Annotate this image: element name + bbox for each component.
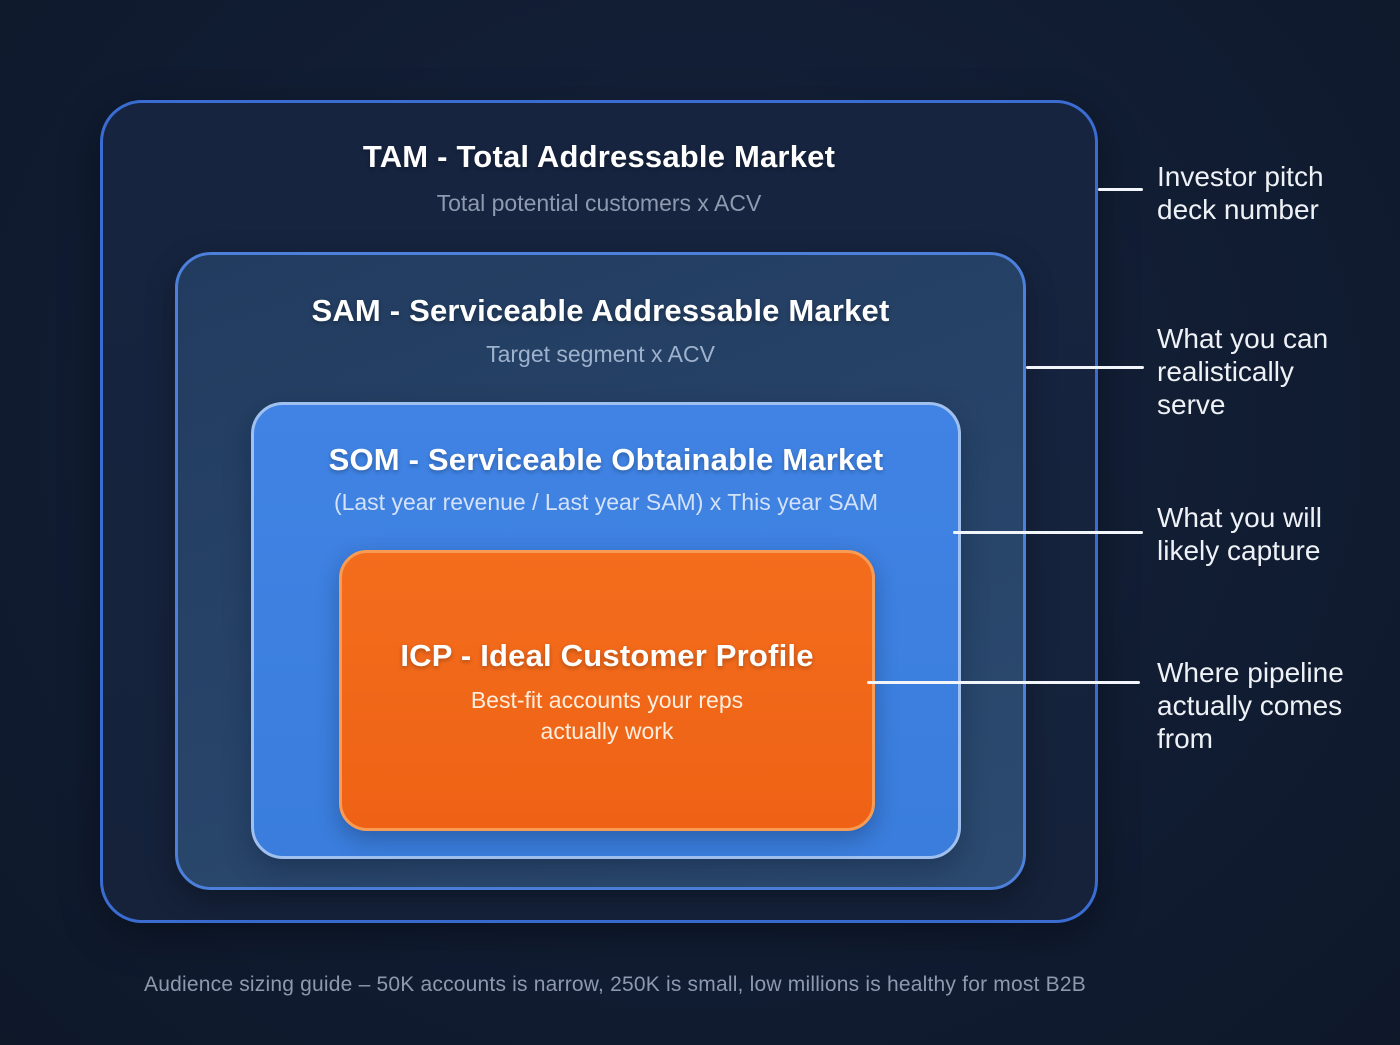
- icp-annotation-line-3: from: [1157, 723, 1213, 754]
- tam-annotation-line-2: deck number: [1157, 194, 1319, 225]
- tam-subtitle: Total potential customers x ACV: [436, 190, 762, 216]
- icp-annotation-line-2: actually comes: [1157, 690, 1343, 721]
- icp-connector-line: [867, 681, 1140, 684]
- icp-annotation-line-1: Where pipeline: [1157, 657, 1344, 688]
- som-annotation-line-1: What you will: [1157, 502, 1322, 533]
- sam-annotation-line-2: realistically: [1157, 356, 1294, 387]
- icp-subtitle-line-1: Best-fit accounts your reps: [470, 687, 744, 713]
- sam-subtitle: Target segment x ACV: [486, 341, 715, 367]
- icp-title: ICP - Ideal Customer Profile: [400, 638, 814, 673]
- sam-annotation-line-1: What you can: [1157, 323, 1329, 354]
- icp-subtitle: Best-fit accounts your reps actually wor…: [342, 685, 872, 747]
- tam-annotation: Investor pitch deck number: [1157, 160, 1372, 226]
- sam-annotation: What you can realistically serve: [1157, 322, 1372, 421]
- som-subtitle: (Last year revenue / Last year SAM) x Th…: [333, 489, 879, 515]
- icp-subtitle-line-2: actually work: [540, 718, 674, 744]
- sam-box: SAM - Serviceable Addressable Market Tar…: [175, 252, 1026, 890]
- som-title: SOM - Serviceable Obtainable Market: [328, 442, 884, 477]
- tam-title: TAM - Total Addressable Market: [362, 139, 836, 174]
- icp-box: ICP - Ideal Customer Profile Best-fit ac…: [339, 550, 875, 831]
- tam-connector-line: [1098, 188, 1143, 191]
- sam-title: SAM - Serviceable Addressable Market: [311, 293, 890, 328]
- tam-annotation-line-1: Investor pitch: [1157, 161, 1324, 192]
- sam-annotation-line-3: serve: [1157, 389, 1226, 420]
- som-annotation-line-2: likely capture: [1157, 535, 1321, 566]
- som-annotation: What you will likely capture: [1157, 501, 1372, 567]
- som-connector-line: [953, 531, 1143, 534]
- som-box: SOM - Serviceable Obtainable Market (Las…: [251, 402, 961, 859]
- icp-annotation: Where pipeline actually comes from: [1157, 656, 1372, 755]
- audience-sizing-caption: Audience sizing guide – 50K accounts is …: [144, 973, 1086, 996]
- sam-connector-line: [1026, 366, 1144, 369]
- tam-box: TAM - Total Addressable Market Total pot…: [100, 100, 1098, 923]
